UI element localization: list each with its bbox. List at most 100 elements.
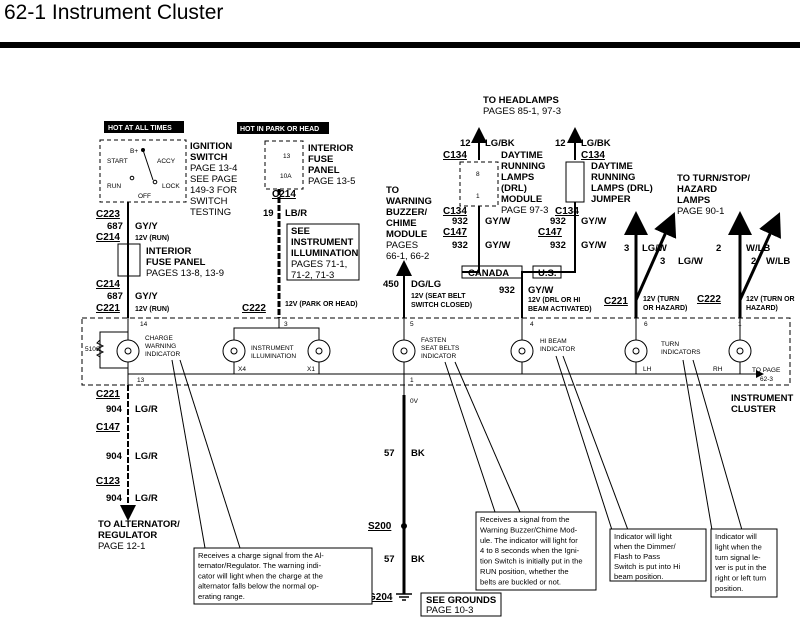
wire-color-dglg: DG/LG <box>411 279 441 290</box>
splice-s200-label: S200 <box>368 521 392 532</box>
wire-number-687: 687 <box>107 291 123 302</box>
wire-color-gyy: GY/Y <box>135 221 158 232</box>
wire-number-3: 3 <box>624 243 629 254</box>
turn-lh-label: LH <box>643 366 652 373</box>
connector-c147: C147 <box>538 227 562 238</box>
leader-turn <box>692 359 743 531</box>
leader-seatbelt <box>454 361 521 513</box>
note-line: right or left turn <box>715 574 766 583</box>
wire-color-gyw: GY/W <box>581 240 606 251</box>
wire-color-lbr: LB/R <box>285 208 307 219</box>
connector-c221: C221 <box>604 296 628 307</box>
charge-indicator-text: CHARGE WARNING INDICATOR <box>145 335 180 358</box>
svg-text:66-1, 66-2: 66-1, 66-2 <box>386 251 429 262</box>
ignition-switch-box <box>99 139 187 203</box>
see-illumination-box <box>286 223 360 281</box>
wire-number-2: 2 <box>716 243 721 254</box>
wire-number-932: 932 <box>550 216 566 227</box>
note-line: when the Dimmer/ <box>613 542 677 551</box>
turn-rh-label: RH <box>713 366 723 373</box>
connector-c134: C134 <box>581 150 605 161</box>
note-line: Flash to Pass <box>614 552 660 561</box>
pin-1-ground: 1 <box>410 377 414 384</box>
illumination-lamp-x1 <box>307 339 331 363</box>
leader-hibeam <box>562 355 629 531</box>
svg-text:ILLUMINATION: ILLUMINATION <box>291 248 359 259</box>
page-title: 62-1 Instrument Cluster <box>4 1 224 24</box>
voltage-run: 12V (RUN) <box>135 235 169 242</box>
drl-pin-1: 1 <box>476 193 480 200</box>
note-seatbelt-box <box>475 511 597 591</box>
ignition-lock-label: LOCK <box>162 183 180 190</box>
connector-c123: C123 <box>96 476 120 487</box>
svg-text:LAMPS: LAMPS <box>677 195 710 206</box>
voltage-hibeam: BEAM ACTIVATED) <box>528 306 592 313</box>
hot-park-head-banner <box>237 122 329 134</box>
wire-color-lgbk: LG/BK <box>485 138 515 149</box>
connector-c223: C223 <box>96 209 120 220</box>
svg-text:JUMPER: JUMPER <box>591 194 631 205</box>
to-alternator: REGULATOR <box>98 530 157 541</box>
interior-fuse-panel-box <box>117 243 141 277</box>
pin-6: 6 <box>644 321 648 328</box>
wire-number-932: 932 <box>550 240 566 251</box>
wire-2-rh-b <box>738 212 781 301</box>
note-charge-box <box>193 547 373 605</box>
us-label: U.S. <box>538 268 556 279</box>
lamp-filament <box>124 347 132 355</box>
wire-number-932: 932 <box>452 216 468 227</box>
wire-color-gyw: GY/W <box>485 240 510 251</box>
svg-text:PAGE 13-5: PAGE 13-5 <box>308 176 355 187</box>
wire-number-904: 904 <box>106 451 123 462</box>
svg-text:SWITCH: SWITCH <box>190 196 228 207</box>
ignition-terminal <box>152 179 158 185</box>
svg-text:WARNING: WARNING <box>145 343 176 350</box>
headlamp-pages: PAGES 85-1, 97-3 <box>483 106 561 117</box>
note-line: light when the <box>715 542 762 551</box>
ground-g204: G204 <box>368 592 393 603</box>
lamp-filament <box>632 347 640 355</box>
leader-charge <box>179 359 241 549</box>
turn-destination-text: TO TURN/STOP/ HAZARD LAMPS PAGE 90-1 <box>677 173 750 217</box>
to-page-label: TO PAGE <box>752 367 781 374</box>
svg-text:SWITCH: SWITCH <box>190 152 228 163</box>
note-charge: Receives a charge signal from the Al-ter… <box>198 551 324 601</box>
connector-c147: C147 <box>443 227 467 238</box>
voltage-park-head: 12V (PARK OR HEAD) <box>285 301 358 308</box>
connector-c147: C147 <box>96 422 120 433</box>
svg-text:SEAT BELTS: SEAT BELTS <box>421 345 460 352</box>
note-line: Receives a charge signal from the Al- <box>198 551 324 560</box>
svg-text:149-3 FOR: 149-3 FOR <box>190 185 237 196</box>
ignition-b-label: B+ <box>130 148 138 155</box>
lamp-filament <box>400 347 408 355</box>
title-rule <box>0 42 800 48</box>
hot-park-head-label: HOT IN PARK OR HEAD <box>240 126 319 133</box>
wire-color-gyw: GY/W <box>528 285 553 296</box>
svg-text:SEE PAGE: SEE PAGE <box>190 174 237 185</box>
to-alternator: TO ALTERNATOR/ <box>98 519 180 530</box>
see-grounds-page: PAGE 10-3 <box>426 605 473 616</box>
connector-c214: C214 <box>96 279 120 290</box>
turn-indicators-label: INDICATORS <box>661 349 701 356</box>
pin-14: 14 <box>140 321 148 328</box>
illumination-lamp-x4 <box>222 339 246 363</box>
svg-text:CHIME: CHIME <box>386 218 417 229</box>
to-page-number: 62-3 <box>760 376 773 383</box>
voltage-turn: OR HAZARD) <box>643 305 687 312</box>
seatbelt-lamp <box>392 339 416 363</box>
fuse-13-label: 13 <box>283 153 291 160</box>
ignition-terminal <box>129 175 135 181</box>
note-line: ule. The indicator will light for <box>480 536 578 545</box>
resistor-value: 510Ω <box>85 346 101 353</box>
wire-color-wlb: W/LB <box>746 243 770 254</box>
wire-number-932: 932 <box>452 240 468 251</box>
voltage-turn: 12V (TURN OR <box>746 296 795 303</box>
svg-text:TO TURN/STOP/: TO TURN/STOP/ <box>677 173 750 184</box>
instrument-cluster-box <box>81 317 791 386</box>
svg-text:PAGE 13-4: PAGE 13-4 <box>190 163 237 174</box>
svg-text:INTERIOR: INTERIOR <box>146 246 192 257</box>
svg-text:INDICATOR: INDICATOR <box>421 353 456 360</box>
svg-text:PAGES: PAGES <box>386 240 418 251</box>
